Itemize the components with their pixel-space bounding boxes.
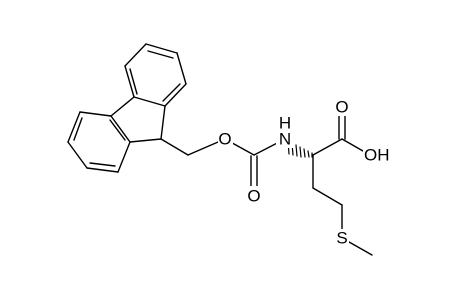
- bond: [129, 138, 162, 143]
- bond: [67, 111, 81, 143]
- bond: [110, 96, 135, 117]
- bond: [110, 115, 131, 143]
- ether-oxygen-label: O: [218, 130, 231, 149]
- carbamate-oxygen-label: O: [247, 187, 260, 206]
- bond: [160, 105, 166, 140]
- bond: [133, 96, 166, 107]
- bond: [145, 43, 178, 54]
- bond: [124, 43, 147, 67]
- bond: [147, 50, 174, 59]
- bond: [73, 117, 83, 141]
- bond: [86, 167, 119, 173]
- hydroxyl-label: OH: [364, 146, 390, 165]
- acid-carbonyl-oxygen-label: O: [335, 98, 348, 117]
- bond: [109, 119, 126, 141]
- bond: [89, 162, 116, 167]
- bond: [79, 111, 112, 117]
- bond: [162, 83, 181, 102]
- bond: [176, 52, 187, 85]
- bond: [67, 141, 88, 169]
- bond-layer: [67, 43, 373, 256]
- sulfur-label: S: [336, 229, 347, 248]
- bond: [164, 83, 187, 107]
- bond: [312, 138, 343, 156]
- atom-labels: O H N O O OH S: [218, 98, 391, 248]
- bond: [312, 187, 343, 206]
- bond: [117, 141, 131, 173]
- bond: [129, 68, 138, 95]
- amine-nitrogen-label: N: [279, 130, 291, 149]
- bond: [124, 65, 135, 98]
- amine-hydrogen-label: H: [279, 114, 291, 133]
- bond: [160, 138, 189, 156]
